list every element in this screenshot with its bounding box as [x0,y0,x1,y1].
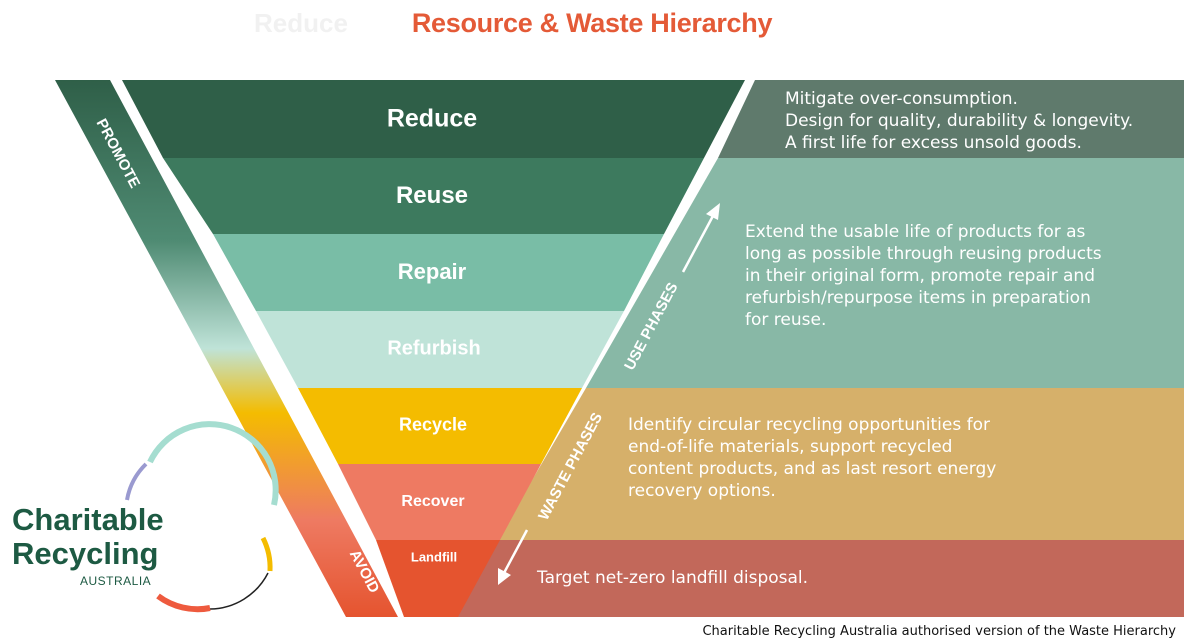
tier-label-reduce: Reduce [386,104,478,133]
tier-repair [213,234,664,311]
reduce-description-line: A first life for excess unsold goods. [785,133,1082,153]
promote-avoid-strip [55,80,398,617]
logo-text-recycling: Recycling [12,536,159,571]
logo-ring [125,421,279,613]
page-title: Resource & Waste Hierarchy [411,8,773,38]
recycle-description-line: end-of-life materials, support recycled [628,437,953,457]
recycle-description-line: recovery options. [628,481,776,501]
reduce-description-line: Mitigate over-consumption. [785,89,1018,109]
attribution-footer: Charitable Recycling Australia authorise… [702,624,1176,639]
logo-text-australia: AUSTRALIA [80,574,152,588]
reduce-description-line: Design for quality, durability & longevi… [785,111,1134,131]
landfill-description: Target net-zero landfill disposal. [537,567,808,589]
tier-landfill [376,540,500,617]
use-description-line: refurbish/repurpose items in preparation [745,288,1091,308]
reduce-description-band [718,80,1184,158]
recycle-description-band [497,388,1184,540]
reduce-description: Mitigate over-consumption. Design for qu… [785,88,1133,154]
tier-label-repair: Repair [397,259,467,284]
tier-label-reuse: Reuse [395,182,469,209]
tier-reduce [122,80,745,158]
use-description-line: Extend the usable life of products for a… [745,222,1086,242]
logo-text-charitable: Charitable [12,502,164,537]
recycle-description-line: Identify circular recycling opportunitie… [628,415,990,435]
use-description-band [586,158,1184,388]
waste-phases-arrow [498,529,529,585]
faded-title-echo: Reduce [254,8,348,38]
tier-recycle [298,388,582,464]
use-description-line: long as possible through reusing product… [745,244,1102,264]
landfill-description-band [455,540,1184,617]
recycle-description: Identify circular recycling opportunitie… [628,414,996,502]
tier-label-recover: Recover [401,493,465,510]
tier-label-recycle: Recycle [398,414,468,435]
tier-refurbish [256,311,624,388]
use-description-line: for reuse. [745,310,827,330]
landfill-description-line: Target net-zero landfill disposal. [537,568,809,588]
tier-label-landfill: Landfill [410,549,458,565]
tier-reuse [163,158,704,234]
recycle-description-line: content products, and as last resort ene… [628,459,997,479]
use-description: Extend the usable life of products for a… [745,221,1102,331]
use-description-line: in their original form, promote repair a… [745,266,1095,286]
tier-recover [338,464,541,540]
use-phases-arrow [681,203,720,273]
tier-label-refurbish: Refurbish [387,337,481,360]
